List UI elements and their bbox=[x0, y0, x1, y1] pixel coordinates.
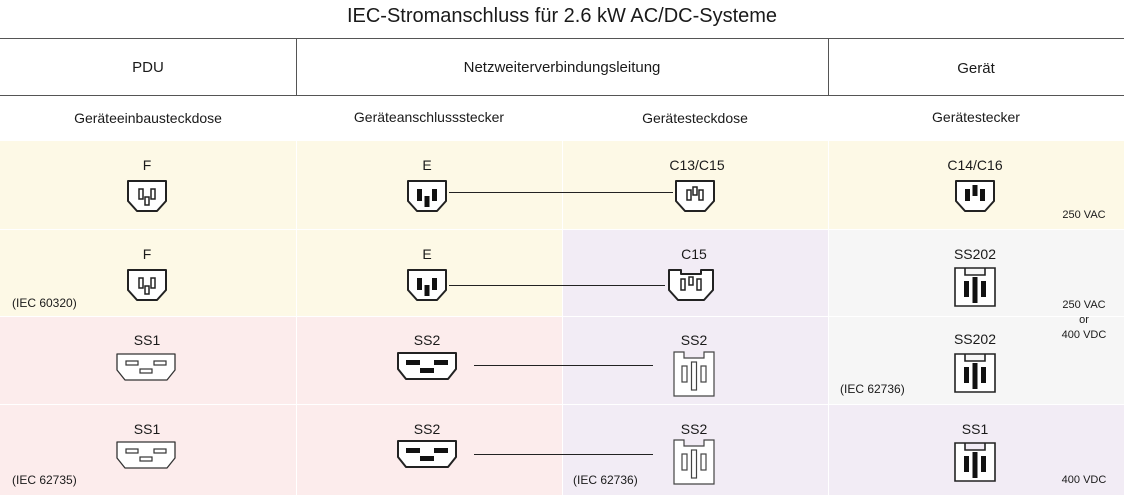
row4-plug-label: SS2 bbox=[413, 421, 441, 437]
row4-pdu-label: SS1 bbox=[133, 421, 161, 437]
row2-plug-label: E bbox=[422, 246, 432, 262]
row4-socket-label: SS2 bbox=[680, 421, 708, 437]
c14-plug-icon bbox=[955, 180, 995, 212]
row1-device-label: C14/C16 bbox=[947, 157, 1003, 173]
row3-device-label: SS202 bbox=[953, 331, 997, 347]
subheader-cable-plug: Geräteanschlussstecker bbox=[353, 109, 505, 125]
voltage-row2-dc: 400 VDC bbox=[1061, 329, 1107, 341]
f-socket-icon bbox=[127, 269, 167, 301]
ss202-plug-icon bbox=[954, 353, 996, 393]
row4-device-label: SS1 bbox=[961, 421, 989, 437]
subheader-cable-socket: Gerätesteckdose bbox=[642, 110, 748, 126]
header-top-rule bbox=[0, 38, 1124, 39]
page-title: IEC-Stromanschluss für 2.6 kW AC/DC-Syst… bbox=[346, 5, 778, 27]
c13-socket-icon bbox=[675, 180, 715, 212]
header-device: Gerät bbox=[957, 60, 995, 77]
row3-socket-label: SS2 bbox=[680, 332, 708, 348]
voltage-row2-ac: 250 VAC bbox=[1062, 299, 1106, 311]
subheader-device: Gerätestecker bbox=[932, 109, 1020, 125]
subheader-pdu: Geräteeinbausteckdose bbox=[74, 110, 222, 126]
cable-wire-row3 bbox=[474, 365, 653, 366]
standard-iec62736-device: (IEC 62736) bbox=[840, 382, 905, 396]
ss2-socket-icon bbox=[673, 351, 715, 397]
voltage-row1: 250 VAC bbox=[1062, 209, 1106, 221]
row3-plug-label: SS2 bbox=[413, 332, 441, 348]
standard-iec62736-socket: (IEC 62736) bbox=[573, 473, 638, 487]
ss1-socket-icon bbox=[116, 441, 176, 469]
ss2-socket-icon bbox=[673, 439, 715, 485]
header-pdu: PDU bbox=[132, 59, 164, 76]
voltage-row4: 400 VDC bbox=[1061, 474, 1107, 486]
ss1-socket-icon bbox=[116, 353, 176, 381]
ss2-plug-icon bbox=[397, 440, 457, 468]
standard-iec62735: (IEC 62735) bbox=[12, 473, 77, 487]
cable-wire-row4 bbox=[474, 454, 653, 455]
ss202-plug-icon bbox=[954, 267, 996, 307]
c15-socket-icon bbox=[668, 269, 714, 301]
row1-pdu-label: F bbox=[142, 157, 152, 173]
row1-socket-label: C13/C15 bbox=[669, 157, 725, 173]
header-cable: Netzweiterverbindungsleitung bbox=[463, 59, 661, 76]
header-divider-2 bbox=[828, 38, 829, 95]
row2-device-label: SS202 bbox=[953, 246, 997, 262]
cable-wire-row1 bbox=[449, 192, 673, 193]
e-plug-icon bbox=[407, 269, 447, 301]
row2-pdu-label: F bbox=[142, 246, 152, 262]
cable-wire-row2 bbox=[449, 285, 665, 286]
f-socket-icon bbox=[127, 180, 167, 212]
standard-iec60320: (IEC 60320) bbox=[12, 296, 77, 310]
voltage-row2-or: or bbox=[1079, 314, 1089, 326]
row3-pdu-label: SS1 bbox=[133, 332, 161, 348]
e-plug-icon bbox=[407, 180, 447, 212]
header-bottom-rule bbox=[0, 95, 1124, 96]
row2-socket-label: C15 bbox=[681, 246, 707, 262]
row1-plug-label: E bbox=[422, 157, 432, 173]
ss1-plug-icon bbox=[954, 442, 996, 482]
header-divider-1 bbox=[296, 38, 297, 95]
ss2-plug-icon bbox=[397, 352, 457, 380]
